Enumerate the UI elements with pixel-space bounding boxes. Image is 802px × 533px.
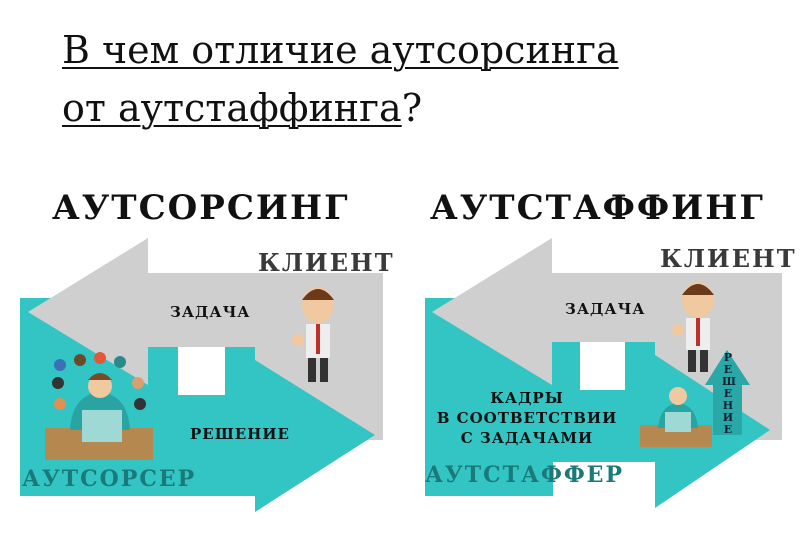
outsourcer-figure xyxy=(45,352,153,460)
question-mark: ? xyxy=(401,86,423,130)
outsourcing-solution-label: РЕШЕНИЕ xyxy=(190,425,290,443)
solution-arrow-up xyxy=(705,350,750,435)
outstaffing-heading: АУТСТАФФИНГ xyxy=(430,188,765,228)
vertical-solution-label: РЕШЕНИЕ xyxy=(722,351,736,436)
title-line-1: В чем отличие аутсорсинга xyxy=(62,28,619,72)
title-text-1: В чем отличие аутсорсинга xyxy=(62,28,619,72)
staff-line-2: В СООТВЕТСТВИИ xyxy=(436,409,618,427)
staff-arrow-right xyxy=(425,342,770,508)
white-gap xyxy=(178,347,225,395)
staff-line-3: С ЗАДАЧАМИ xyxy=(460,429,594,447)
outstaffing-task-label: ЗАДАЧА xyxy=(565,300,646,318)
outstaffing-client-label: КЛИЕНТ xyxy=(660,244,797,273)
title-text-2: от аутстаффинга xyxy=(62,86,402,130)
solution-arrow-right xyxy=(20,347,375,512)
staff-line-1: КАДРЫ xyxy=(490,389,564,407)
client-figure xyxy=(292,287,334,382)
staff-label: КАДРЫ В СООТВЕТСТВИИ С ЗАДАЧАМИ xyxy=(432,388,622,448)
white-gap xyxy=(580,342,625,390)
outsourcing-heading: АУТСОРСИНГ xyxy=(52,188,350,228)
outsourcing-task-label: ЗАДАЧА xyxy=(170,303,251,321)
outstaffer-figure xyxy=(640,387,712,447)
outsourcing-client-label: КЛИЕНТ xyxy=(258,248,395,277)
outstaffer-label: АУТСТАФФЕР xyxy=(425,462,624,488)
outsourcer-label: АУТСОРСЕР xyxy=(22,466,197,492)
title-line-2: от аутстаффинга? xyxy=(62,86,422,130)
outsourcing-arrows xyxy=(20,238,383,512)
client-figure xyxy=(672,282,714,372)
